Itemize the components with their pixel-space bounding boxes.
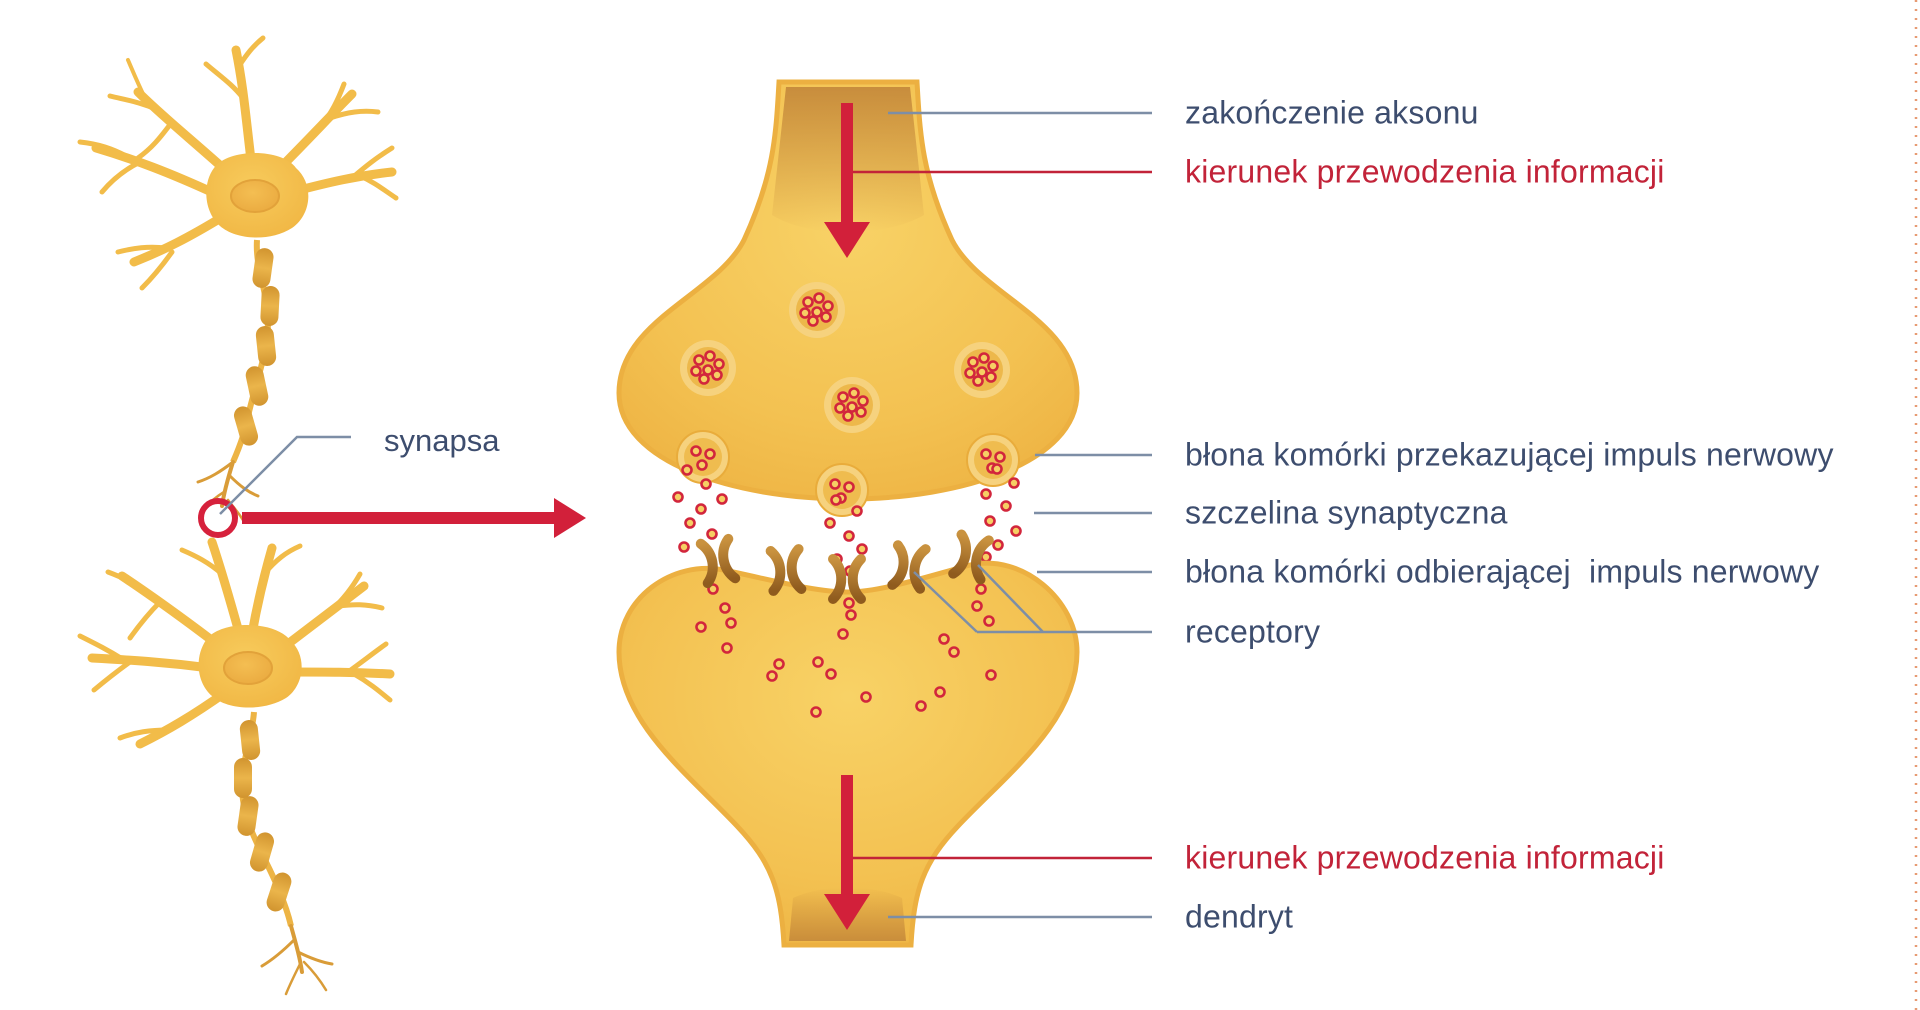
impulse-arrow-bottom [824, 775, 870, 930]
synapse-highlight-circle [198, 498, 238, 538]
axon-terminal-branches [260, 924, 334, 996]
impulse-arrow-top [824, 103, 870, 258]
nucleus [223, 651, 273, 685]
dendrite-branches [77, 537, 395, 749]
leader-line-receptory [913, 564, 1152, 634]
presynaptic-neuron-illustration [77, 35, 399, 524]
label-synapsa: synapsa [384, 423, 500, 458]
label-blona-przekazujacej: błona komórki przekazującej impuls nerwo… [1185, 436, 1834, 473]
label-blona-odbierajacej: błona komórki odbierającej impuls nerwow… [1185, 553, 1820, 590]
synaptic-vesicle [824, 377, 880, 433]
label-szczelina-synaptyczna: szczelina synaptyczna [1185, 494, 1508, 531]
myelin-sheath [231, 246, 281, 448]
nucleus [230, 179, 280, 213]
synaptic-vesicle [680, 340, 736, 396]
label-zakonczenie-aksonu: zakończenie aksonu [1185, 94, 1479, 131]
synaptic-vesicle [789, 282, 845, 338]
label-kierunek-przewodzenia-bottom: kierunek przewodzenia informacji [1185, 839, 1665, 876]
label-receptory: receptory [1185, 613, 1321, 650]
zoom-arrow [242, 498, 586, 538]
synapsa-leader-line [219, 435, 351, 515]
label-dendryt: dendryt [1185, 898, 1294, 935]
postsynaptic-neuron-illustration [77, 537, 395, 996]
synaptic-vesicle [954, 342, 1010, 398]
myelin-sheath [234, 719, 294, 914]
label-kierunek-przewodzenia-top: kierunek przewodzenia informacji [1185, 153, 1665, 190]
